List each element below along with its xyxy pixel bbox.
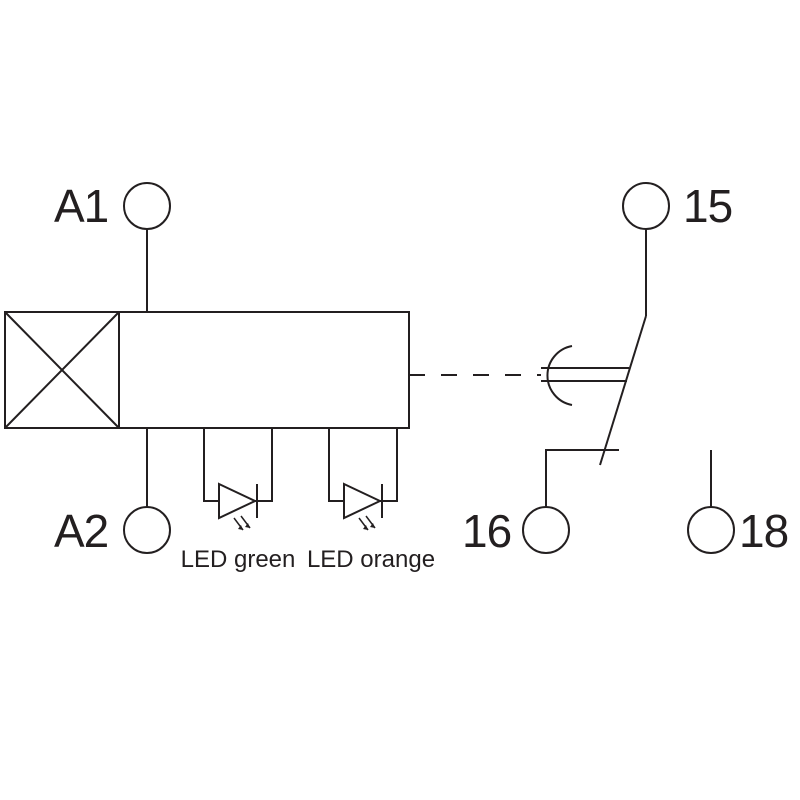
wire-16 xyxy=(545,449,619,507)
terminal-18: 18 xyxy=(687,450,789,557)
terminal-a2-circle xyxy=(123,506,171,554)
led-orange-diode-icon xyxy=(343,482,383,520)
led-orange-loop xyxy=(328,428,398,502)
led-orange-label: LED orange xyxy=(307,546,435,573)
terminal-16-label: 16 xyxy=(462,505,511,557)
terminal-15-circle xyxy=(622,182,670,230)
terminal-a1: A1 xyxy=(54,180,171,312)
relay-body xyxy=(118,311,410,429)
terminal-15-label: 15 xyxy=(683,180,732,232)
relay-coil xyxy=(4,311,120,429)
terminal-16: 16 xyxy=(462,449,619,557)
led-green-loop xyxy=(203,428,273,502)
actuator-arc xyxy=(546,345,573,406)
terminal-15: 15 xyxy=(622,180,733,316)
led-green-label: LED green xyxy=(181,546,296,573)
led-green-emission-icon xyxy=(233,515,251,531)
switch-blade xyxy=(599,315,647,466)
terminal-18-label: 18 xyxy=(739,505,788,557)
terminal-a1-circle xyxy=(123,182,171,230)
led-green: LED green xyxy=(181,428,296,573)
led-green-diode-icon xyxy=(218,482,258,520)
led-orange-emission-icon xyxy=(358,515,376,531)
terminal-a2-label: A2 xyxy=(54,505,108,557)
coil-cross-b xyxy=(4,311,120,429)
terminal-a2: A2 xyxy=(54,428,171,557)
led-orange: LED orange xyxy=(307,428,435,573)
terminal-a1-label: A1 xyxy=(54,180,108,232)
terminal-16-circle xyxy=(522,506,570,554)
terminal-18-circle xyxy=(687,506,735,554)
